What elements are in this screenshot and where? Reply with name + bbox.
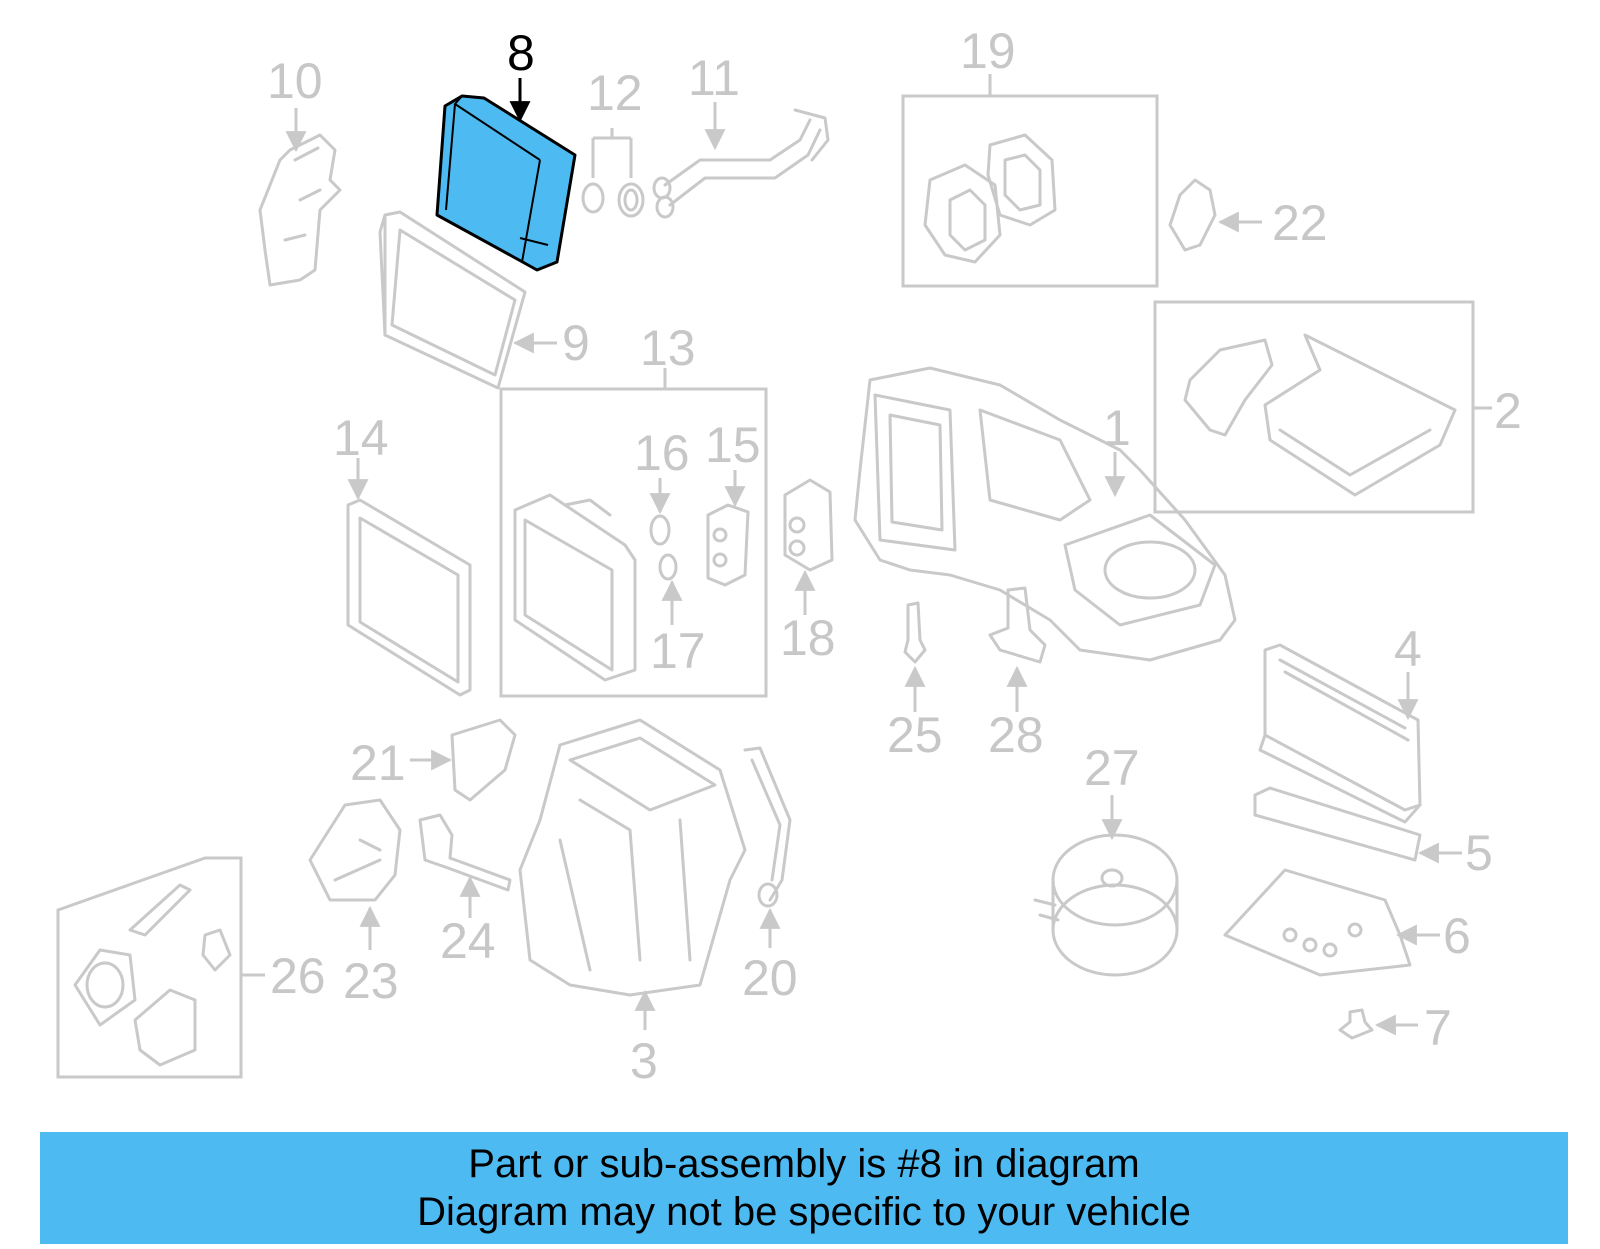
info-banner: Part or sub-assembly is #8 in diagram Di… — [40, 1132, 1568, 1244]
part-6-tray[interactable] — [1223, 868, 1412, 977]
callout-14[interactable]: 14 — [333, 410, 389, 466]
box-2 — [1153, 300, 1475, 514]
part-24-sensor[interactable] — [418, 813, 512, 892]
part-17-oring[interactable] — [658, 553, 678, 581]
callout-17[interactable]: 17 — [650, 623, 706, 679]
part-3-housing[interactable] — [518, 718, 747, 997]
callout-11[interactable]: 11 — [688, 50, 740, 106]
part-25-sensor[interactable] — [903, 601, 927, 664]
callout-3[interactable]: 3 — [630, 1033, 658, 1089]
callout-5[interactable]: 5 — [1465, 825, 1493, 881]
part-8-evaporator-highlight[interactable] — [435, 94, 577, 272]
callout-1[interactable]: 1 — [1103, 400, 1131, 456]
part-9-heater-core[interactable] — [378, 210, 527, 390]
part-5-cover[interactable] — [1253, 786, 1422, 862]
box-13 — [499, 387, 768, 698]
part-10-bracket[interactable] — [258, 133, 342, 287]
part-13-evaporator[interactable] — [513, 493, 637, 682]
part-11-ac-pipe[interactable] — [652, 108, 830, 219]
callout-13[interactable]: 13 — [640, 320, 696, 376]
callout-25[interactable]: 25 — [887, 707, 943, 763]
part-28-resistor[interactable] — [988, 586, 1047, 664]
callout-12[interactable]: 12 — [587, 65, 643, 121]
part-23-motor[interactable] — [308, 798, 402, 902]
part-7-clip[interactable] — [1338, 1008, 1374, 1040]
callout-7[interactable]: 7 — [1424, 1000, 1452, 1056]
part-14-filter[interactable] — [346, 498, 472, 697]
callout-9[interactable]: 9 — [562, 315, 590, 371]
part-22-sensor[interactable] — [1168, 178, 1217, 252]
part-8-shape[interactable] — [435, 94, 577, 272]
callout-27[interactable]: 27 — [1084, 740, 1140, 796]
arrow-12 — [591, 128, 633, 178]
banner-line-1: Part or sub-assembly is #8 in diagram — [468, 1142, 1140, 1186]
callout-26[interactable]: 26 — [270, 948, 326, 1004]
part-1-hvac-housing[interactable] — [853, 366, 1237, 662]
callout-6[interactable]: 6 — [1443, 908, 1471, 964]
callout-22[interactable]: 22 — [1272, 195, 1328, 251]
callout-21[interactable]: 21 — [350, 735, 406, 791]
callout-16[interactable]: 16 — [634, 425, 690, 481]
part-27-blower-motor[interactable] — [1033, 833, 1179, 977]
part-16-oring[interactable] — [649, 514, 671, 546]
box-19 — [901, 94, 1159, 288]
part-4-cabin-filter[interactable] — [1258, 643, 1422, 824]
part-26-motor-set[interactable] — [73, 883, 232, 1067]
callout-15[interactable]: 15 — [705, 417, 761, 473]
part-2-ducts[interactable] — [1183, 333, 1457, 497]
part-20-hose[interactable] — [743, 746, 792, 908]
callout-28[interactable]: 28 — [988, 707, 1044, 763]
callout-4[interactable]: 4 — [1394, 621, 1422, 677]
callout-8[interactable]: 8 — [507, 25, 535, 81]
banner-line-2: Diagram may not be specific to your vehi… — [417, 1190, 1191, 1234]
part-12-orings[interactable] — [581, 182, 645, 218]
callout-18[interactable]: 18 — [780, 610, 836, 666]
callout-20[interactable]: 20 — [742, 950, 798, 1006]
box-26 — [56, 856, 243, 1079]
part-21-actuator[interactable] — [450, 718, 517, 802]
callout-23[interactable]: 23 — [343, 953, 399, 1009]
part-15-expansion-valve[interactable] — [706, 503, 750, 587]
callout-2[interactable]: 2 — [1494, 383, 1522, 439]
part-19-seals[interactable] — [923, 133, 1057, 264]
callout-10[interactable]: 10 — [267, 53, 323, 109]
part-18-connector[interactable] — [783, 478, 834, 572]
callout-24[interactable]: 24 — [440, 913, 496, 969]
callout-19[interactable]: 19 — [960, 23, 1016, 79]
